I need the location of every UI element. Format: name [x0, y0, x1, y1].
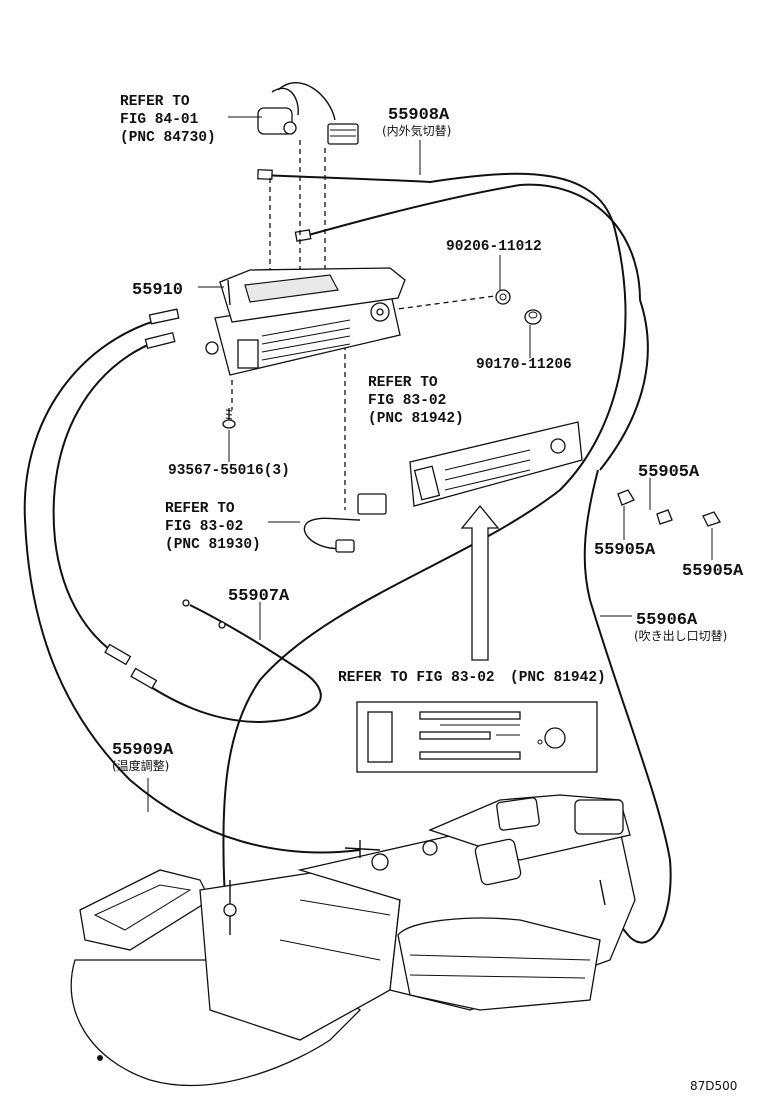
cable-sleeve [130, 667, 158, 690]
part-90206: 90206-11012 [446, 239, 542, 255]
figure-code: 87D500 [690, 1079, 737, 1093]
clip-55905a [702, 511, 721, 527]
part-55908a: 55908A [388, 106, 450, 125]
heater-control-assembly [205, 267, 406, 376]
part-55909a: 55909A [112, 741, 174, 760]
part-55908a-note: (内外気切替) [382, 123, 451, 138]
cable-end [218, 621, 226, 629]
clip-55905a [656, 509, 673, 525]
bottom-ref: REFER TO FIG 83-02 [338, 670, 495, 686]
part-90170: 90170-11206 [476, 357, 572, 373]
ref-81942-line3: (PNC 81942) [368, 411, 464, 427]
cable-end [182, 599, 190, 607]
cable-sleeve [144, 331, 176, 350]
ref-81930-line2: FIG 83-02 [165, 519, 243, 535]
cable-55908a-inner [304, 183, 641, 301]
clip-55905a [617, 489, 635, 506]
ref-84-01-line1: REFER TO [120, 94, 190, 110]
cable-sleeve [104, 643, 132, 666]
control-panel-lower [356, 701, 598, 773]
heater-unit [70, 794, 636, 1087]
ref-81930-line3: (PNC 81930) [165, 537, 261, 553]
control-panel-upper [409, 421, 583, 507]
part-55906a: 55906A [636, 611, 698, 630]
bottom-ref-pnc: (PNC 81942) [510, 670, 606, 686]
ref-84-01-line3: (PNC 84730) [120, 130, 216, 146]
dash-guide [389, 295, 496, 311]
part-55909a-note: (温度調整) [112, 758, 169, 773]
part-55905a-left: 55905A [594, 541, 656, 560]
part-55907a: 55907A [228, 587, 290, 606]
washer-90206 [495, 289, 511, 305]
part-55906a-note: (吹き出し口切替) [634, 629, 727, 643]
ref-84-01-line2: FIG 84-01 [120, 112, 199, 128]
ref-81942-line2: FIG 83-02 [368, 393, 446, 409]
cable-55908a [222, 172, 627, 901]
assembly-arrow [460, 504, 500, 661]
ref-81942-line1: REFER TO [368, 375, 438, 391]
part-93567: 93567-55016(3) [168, 463, 290, 479]
part-55905a-right: 55905A [682, 562, 744, 581]
part-55910: 55910 [132, 281, 183, 300]
cable-sleeve [148, 308, 180, 325]
ref-81930-line1: REFER TO [165, 501, 235, 517]
part-55905a-top: 55905A [638, 463, 700, 482]
cable-55909a-inner [52, 339, 161, 661]
cable-55907a [139, 604, 322, 724]
cable-sleeve [257, 169, 273, 180]
sensor-81930 [303, 493, 387, 553]
cable-55909a [23, 317, 361, 854]
cable-sleeve [294, 229, 312, 242]
cable-55906a [583, 469, 672, 944]
bushing-90170 [524, 309, 542, 325]
servo-motor [257, 82, 359, 145]
screw-93567 [222, 408, 236, 429]
cable-55906a-upper [599, 299, 649, 471]
